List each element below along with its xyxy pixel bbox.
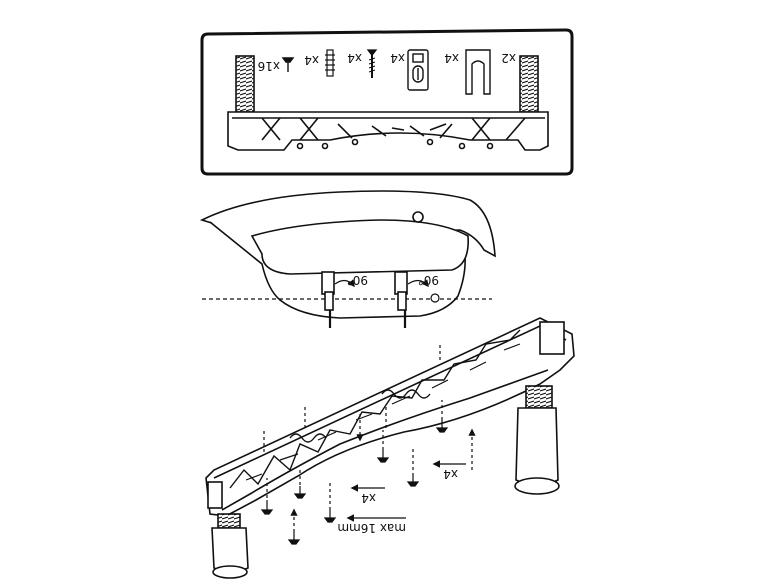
screw-icon <box>435 400 449 433</box>
screw-icon <box>260 478 274 515</box>
parts-qty-wall-plug: x4 <box>304 53 319 67</box>
bath-illustration <box>199 190 496 328</box>
screw-icon <box>293 470 307 499</box>
angle-arrow-right <box>407 279 429 288</box>
screw-icon <box>323 480 337 523</box>
angle-target-right <box>430 293 440 303</box>
assembly-arrows <box>346 460 466 522</box>
bath-bracket-right <box>394 271 408 328</box>
parts-qty-foot-pad: x4 <box>444 51 459 65</box>
parts-qty-screw: x16 <box>258 59 280 73</box>
parts-item-foot-pad: x4 <box>444 49 491 95</box>
screw-guides <box>260 344 476 545</box>
angle-arrow-left <box>334 279 355 288</box>
parts-item-bracket: x4 <box>390 49 429 91</box>
mounting-bracket-icon <box>407 49 429 91</box>
screw-icon <box>406 446 420 487</box>
parts-box: x16 x4 x4 <box>200 28 574 176</box>
parts-item-leg-bolt: x2 <box>501 51 516 65</box>
screw-icon <box>376 430 390 463</box>
parts-item-wood-screw: x4 <box>347 49 378 78</box>
screw-icon <box>287 508 301 545</box>
parts-item-wall-plug: x4 <box>304 49 335 77</box>
leg-right <box>514 385 560 495</box>
bath-bracket-left <box>321 271 335 328</box>
parts-qty-leg-bolt: x2 <box>501 51 516 65</box>
assembly-qty-left: x4 <box>361 491 376 505</box>
wood-screw-icon <box>366 49 378 78</box>
parts-qty-bracket: x4 <box>390 51 405 65</box>
bath-angle-right: 90° <box>418 273 439 287</box>
assembly-max-depth: max 16mm <box>337 521 406 535</box>
bath-angle-left: 90° <box>347 273 368 287</box>
screw-icon <box>281 57 295 72</box>
parts-qty-wood-screw: x4 <box>347 51 362 65</box>
wall-plug-icon <box>325 49 335 77</box>
parts-leg-rail-icon <box>227 55 549 151</box>
parts-item-screw: x16 <box>258 57 295 73</box>
foot-pad-icon <box>465 49 491 95</box>
leg-rail-assembly <box>205 317 575 517</box>
assembly-qty-right: x4 <box>443 467 458 481</box>
leg-left <box>211 513 249 579</box>
overflow-hole-icon <box>412 211 424 223</box>
